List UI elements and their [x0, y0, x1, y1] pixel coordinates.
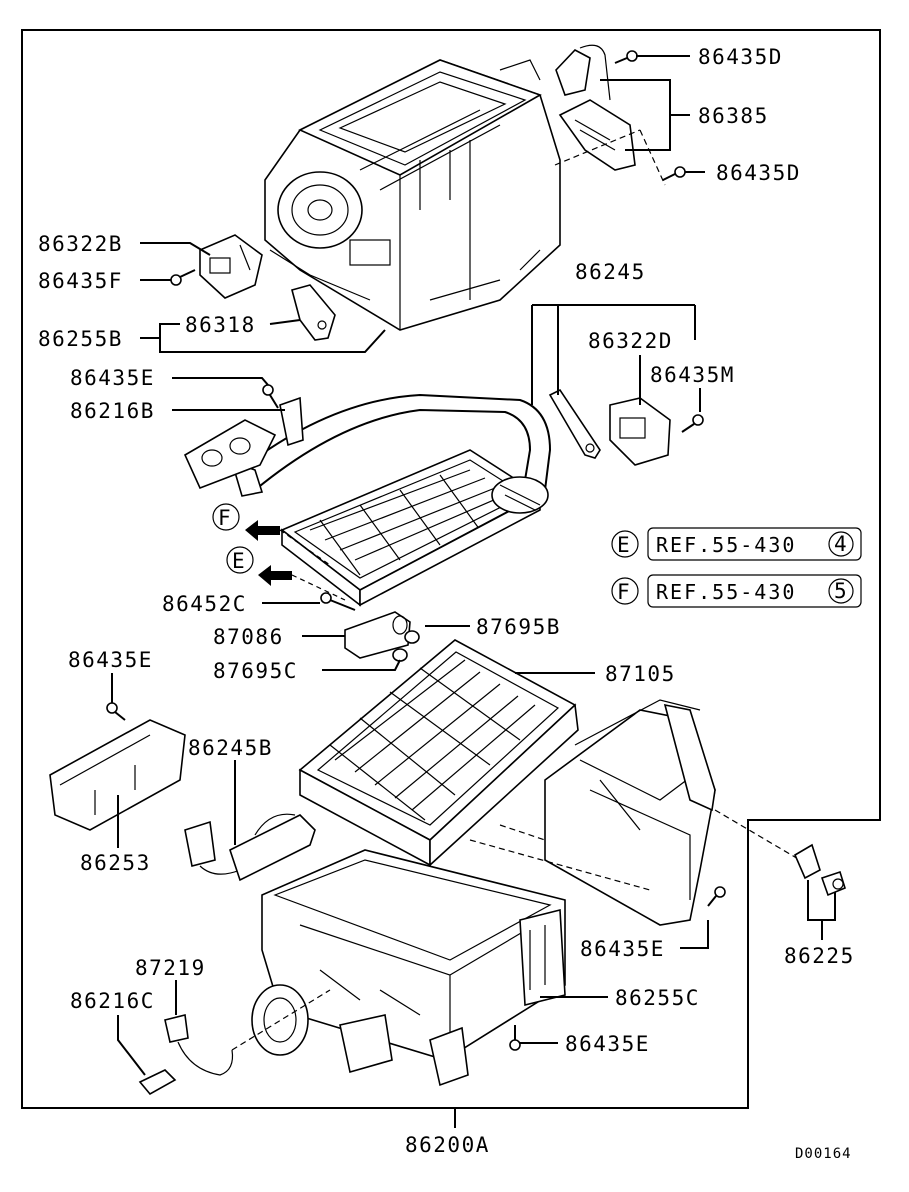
label-87695c: 87695C	[213, 659, 298, 683]
reference-e: E REF.55-430 4	[611, 527, 862, 561]
clip-86216c	[138, 1069, 177, 1096]
label-86435f: 86435F	[38, 269, 123, 293]
label-86225: 86225	[784, 944, 855, 968]
screw-86435d-top	[614, 50, 638, 64]
bracket-86225	[793, 843, 846, 897]
reference-f: F REF.55-430 5	[611, 574, 862, 608]
lower-case-illustration	[251, 849, 566, 1087]
expansion-valve-87086	[344, 611, 411, 659]
screw-86435d-mid	[662, 166, 686, 181]
reference-f-text: REF.55-430	[656, 580, 796, 604]
label-86435e-d: 86435E	[565, 1032, 650, 1056]
label-86435e-b: 86435E	[68, 648, 153, 672]
label-86322d: 86322D	[588, 329, 673, 353]
link-86318	[291, 284, 336, 341]
label-86245: 86245	[575, 260, 646, 284]
label-86255c: 86255C	[615, 986, 700, 1010]
label-86216b: 86216B	[70, 399, 155, 423]
screw-86435e-c	[707, 886, 726, 907]
label-86318: 86318	[185, 313, 256, 337]
label-87695b: 87695B	[476, 615, 561, 639]
label-86255b: 86255B	[38, 327, 123, 351]
label-86452c: 86452C	[162, 592, 247, 616]
evaporator-87105	[298, 639, 579, 867]
label-86435e-c: 86435E	[580, 937, 665, 961]
marker-arrows	[245, 520, 346, 601]
bolt-86452c	[320, 592, 356, 611]
screw-86435e-d	[509, 1025, 521, 1051]
blower-case-illustration	[469, 699, 801, 926]
harness-86245b	[184, 813, 316, 882]
label-86245b: 86245B	[188, 736, 273, 760]
reference-f-num: 5	[834, 579, 848, 603]
svg-text:F: F	[218, 506, 232, 530]
leader-lines	[111, 55, 836, 1128]
label-86435m: 86435M	[650, 363, 735, 387]
label-86200a: 86200A	[405, 1133, 490, 1157]
actuator-86322b	[199, 234, 263, 299]
bracket-86253	[49, 719, 186, 831]
label-86435d-mid: 86435D	[716, 161, 801, 185]
upper-housing-illustration	[264, 59, 561, 331]
screw-86435f	[170, 269, 196, 286]
sensor-87219	[164, 989, 331, 1076]
lever-set-86385	[555, 44, 636, 171]
svg-text:E: E	[232, 549, 246, 573]
label-86435d-top: 86435D	[698, 45, 783, 69]
assembly-frame	[21, 29, 881, 1109]
label-86216c: 86216C	[70, 989, 155, 1013]
marker-e: E	[226, 546, 254, 574]
lever-86245	[548, 388, 601, 459]
heater-core-illustration	[230, 393, 552, 607]
label-86385: 86385	[698, 104, 769, 128]
label-86322b: 86322B	[38, 232, 123, 256]
screw-86435m	[681, 414, 704, 433]
reference-e-text: REF.55-430	[656, 533, 796, 557]
label-87105: 87105	[605, 662, 676, 686]
label-87086: 87086	[213, 625, 284, 649]
screw-86435e-a	[262, 384, 279, 409]
diagram-code: D00164	[795, 1146, 852, 1162]
reference-f-circle: F	[617, 580, 631, 604]
label-86253: 86253	[80, 851, 151, 875]
reference-e-circle: E	[617, 533, 631, 557]
label-87219: 87219	[135, 956, 206, 980]
marker-f: F	[212, 503, 240, 531]
screw-86435e-b	[106, 702, 126, 721]
actuator-86322d	[609, 397, 671, 466]
clip-86216b	[183, 396, 304, 490]
reference-e-num: 4	[834, 532, 848, 556]
label-86435e-a: 86435E	[70, 366, 155, 390]
